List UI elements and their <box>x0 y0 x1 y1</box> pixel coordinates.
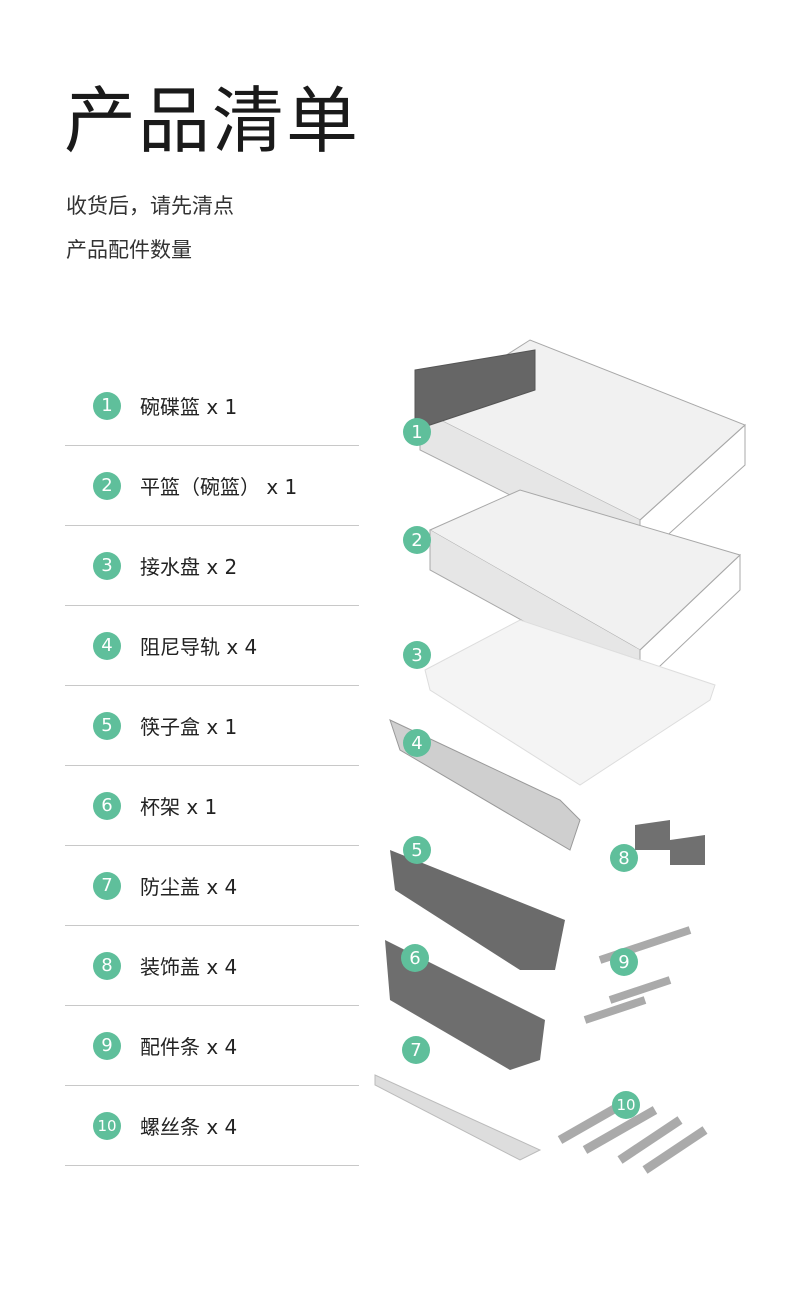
dust-cover-drawing <box>374 1074 542 1161</box>
marker-8: 8 <box>610 844 638 872</box>
product-illustration: 1 2 3 4 5 8 6 9 7 10 <box>370 330 790 1190</box>
dish-basket-drawing <box>414 339 746 561</box>
fitting-strip-drawing <box>583 926 692 1024</box>
marker-9: 9 <box>610 948 638 976</box>
list-item: 2 平篮（碗篮） x 1 <box>65 446 359 526</box>
marker-10: 10 <box>612 1091 640 1119</box>
number-badge: 6 <box>93 791 121 820</box>
marker-3: 3 <box>403 641 431 669</box>
item-label: 配件条 x 4 <box>140 1035 238 1059</box>
list-item: 10 螺丝条 x 4 <box>65 1086 359 1166</box>
number-badge: 7 <box>93 871 121 900</box>
item-label: 螺丝条 x 4 <box>140 1115 238 1139</box>
number-badge: 10 <box>93 1111 121 1140</box>
number-badge: 2 <box>93 471 121 500</box>
item-label: 阻尼导轨 x 4 <box>140 635 258 659</box>
list-item: 8 装饰盖 x 4 <box>65 926 359 1006</box>
chopstick-box-drawing <box>390 850 565 970</box>
marker-4: 4 <box>403 729 431 757</box>
subtitle-line-2: 产品配件数量 <box>66 238 192 262</box>
item-label: 杯架 x 1 <box>140 795 218 819</box>
list-item: 7 防尘盖 x 4 <box>65 846 359 926</box>
parts-drawing <box>374 339 746 1174</box>
number-badge: 3 <box>93 551 121 580</box>
item-label: 筷子盒 x 1 <box>140 715 238 739</box>
list-item: 9 配件条 x 4 <box>65 1006 359 1086</box>
item-label: 碗碟篮 x 1 <box>140 395 238 419</box>
decor-cover-drawing <box>635 820 705 865</box>
page-title: 产品清单 <box>64 79 361 163</box>
number-badge: 8 <box>93 951 121 980</box>
item-label: 平篮（碗篮） x 1 <box>140 475 298 499</box>
item-label: 接水盘 x 2 <box>140 555 238 579</box>
drip-tray-drawing <box>424 619 716 786</box>
number-badge: 5 <box>93 711 121 740</box>
item-label: 防尘盖 x 4 <box>140 875 238 899</box>
marker-5: 5 <box>403 836 431 864</box>
item-label: 装饰盖 x 4 <box>140 955 238 979</box>
list-item: 3 接水盘 x 2 <box>65 526 359 606</box>
number-badge: 1 <box>93 391 121 420</box>
list-item: 4 阻尼导轨 x 4 <box>65 606 359 686</box>
rail-drawing <box>389 719 581 851</box>
list-item: 6 杯架 x 1 <box>65 766 359 846</box>
number-badge: 9 <box>93 1031 121 1060</box>
parts-list: 1 碗碟篮 x 1 2 平篮（碗篮） x 1 3 接水盘 x 2 4 阻尼导轨 x 4 5 筷子盒… <box>65 366 359 1166</box>
marker-1: 1 <box>403 418 431 446</box>
number-badge: 4 <box>93 631 121 660</box>
screw-strip-drawing <box>557 1096 708 1174</box>
marker-7: 7 <box>402 1036 430 1064</box>
list-item: 1 碗碟篮 x 1 <box>65 366 359 446</box>
cup-rack-drawing <box>385 940 545 1070</box>
marker-2: 2 <box>403 526 431 554</box>
marker-6: 6 <box>401 944 429 972</box>
list-item: 5 筷子盒 x 1 <box>65 686 359 766</box>
subtitle-line-1: 收货后，请先清点 <box>66 194 234 218</box>
